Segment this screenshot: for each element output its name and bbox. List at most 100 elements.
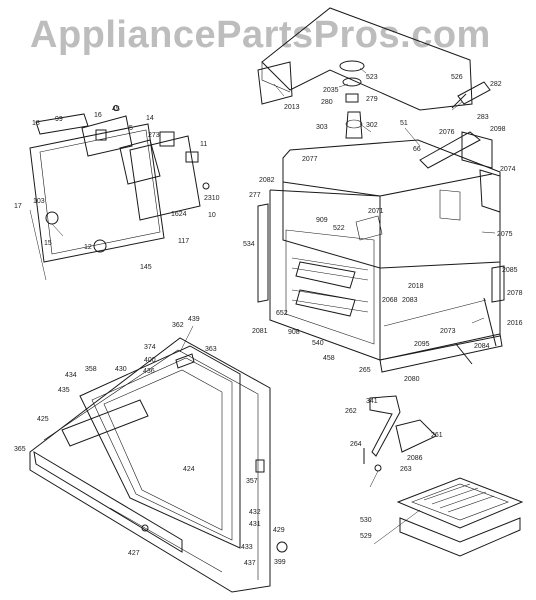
callout-432: 432	[249, 509, 261, 516]
callout-labels: 2013 2035 523 280 279 526 282 283 303 30…	[14, 74, 523, 567]
callout-10: 10	[208, 212, 216, 219]
control-panel-assembly	[29, 105, 210, 263]
callout-430: 430	[115, 366, 127, 373]
callout-2016: 2016	[507, 320, 523, 327]
callout-2085: 2085	[502, 267, 518, 274]
callout-273: 273	[148, 132, 160, 139]
callout-302: 302	[366, 122, 378, 129]
callout-425: 425	[37, 416, 49, 423]
callout-2071: 2071	[368, 208, 384, 215]
callout-15: 15	[44, 240, 52, 247]
burner-assembly	[339, 60, 365, 139]
callout-2081: 2081	[252, 328, 268, 335]
callout-51: 51	[400, 120, 408, 127]
callout-2095: 2095	[414, 341, 430, 348]
callout-363: 363	[205, 346, 217, 353]
callout-2076: 2076	[439, 129, 455, 136]
callout-262: 262	[345, 408, 357, 415]
callout-263: 263	[400, 466, 412, 473]
callout-45: 45	[112, 106, 120, 113]
callout-424: 424	[183, 466, 195, 473]
oven-cavity	[257, 139, 501, 361]
callout-458: 458	[323, 355, 335, 362]
callout-14: 14	[146, 115, 154, 122]
oven-door-assembly	[29, 337, 288, 593]
callout-103: 103	[33, 198, 45, 205]
callout-523: 523	[366, 74, 378, 81]
callout-526: 526	[451, 74, 463, 81]
callout-436: 436	[143, 368, 155, 375]
rear-panels	[419, 131, 501, 221]
callout-429: 429	[273, 527, 285, 534]
igniter-valve	[451, 81, 491, 109]
callout-341: 341	[366, 398, 378, 405]
callout-99: 99	[55, 116, 63, 123]
callout-277: 277	[249, 192, 261, 199]
callout-437: 437	[244, 560, 256, 567]
hinge-assembly	[363, 395, 437, 472]
callout-908: 908	[288, 329, 300, 336]
callout-261: 261	[431, 432, 443, 439]
callout-365: 365	[14, 446, 26, 453]
broiler-pan	[396, 477, 524, 557]
callout-439: 439	[188, 316, 200, 323]
callout-374: 374	[144, 344, 156, 351]
callout-145: 145	[140, 264, 152, 271]
callout-279: 279	[366, 96, 378, 103]
callout-12: 12	[84, 244, 92, 251]
callout-2082: 2082	[259, 177, 275, 184]
callout-2080: 2080	[404, 376, 420, 383]
watermark: AppliancePartsPros.com	[30, 14, 491, 56]
callout-2083: 2083	[402, 297, 418, 304]
callout-362: 362	[172, 322, 184, 329]
callout-529: 529	[360, 533, 372, 540]
callout-530: 530	[360, 517, 372, 524]
callout-2086: 2086	[407, 455, 423, 462]
callout-2068: 2068	[382, 297, 398, 304]
callout-280: 280	[321, 99, 333, 106]
callout-2075: 2075	[497, 231, 513, 238]
callout-434: 434	[65, 372, 77, 379]
lower-frame-rails	[379, 265, 505, 373]
callout-399: 399	[274, 559, 286, 566]
callout-11: 11	[200, 141, 207, 148]
callout-433: 433	[241, 544, 253, 551]
callout-264: 264	[350, 441, 362, 448]
callout-427: 427	[128, 550, 140, 557]
callout-282: 282	[490, 81, 502, 88]
callout-117: 117	[178, 238, 189, 245]
callout-2077: 2077	[302, 156, 318, 163]
callout-5: 5	[129, 125, 133, 132]
leader-lines	[29, 67, 496, 545]
callout-909: 909	[316, 217, 328, 224]
callout-18: 18	[32, 120, 40, 127]
callout-400: 400	[144, 357, 156, 364]
callout-66: 66	[413, 146, 421, 153]
callout-2078: 2078	[507, 290, 523, 297]
callout-283: 283	[477, 114, 489, 121]
callout-431: 431	[249, 521, 261, 528]
callout-2310: 2310	[204, 195, 220, 202]
top-cover-panel	[257, 7, 473, 111]
callout-16: 16	[94, 112, 102, 119]
callout-2035: 2035	[323, 87, 339, 94]
callout-17: 17	[14, 203, 22, 210]
callout-522: 522	[333, 225, 345, 232]
callout-2084: 2084	[474, 343, 490, 350]
callout-2074: 2074	[500, 166, 516, 173]
callout-2013: 2013	[284, 104, 300, 111]
callout-435: 435	[58, 387, 70, 394]
callout-2018: 2018	[408, 283, 424, 290]
callout-2098: 2098	[490, 126, 506, 133]
callout-2073: 2073	[440, 328, 456, 335]
callout-303: 303	[316, 124, 328, 131]
callout-265: 265	[359, 367, 371, 374]
callout-1624: 1624	[171, 211, 187, 218]
callout-534: 534	[243, 241, 255, 248]
callout-652: 652	[276, 310, 288, 317]
callout-357: 357	[246, 478, 258, 485]
callout-358: 358	[85, 366, 97, 373]
callout-540: 540	[312, 340, 324, 347]
